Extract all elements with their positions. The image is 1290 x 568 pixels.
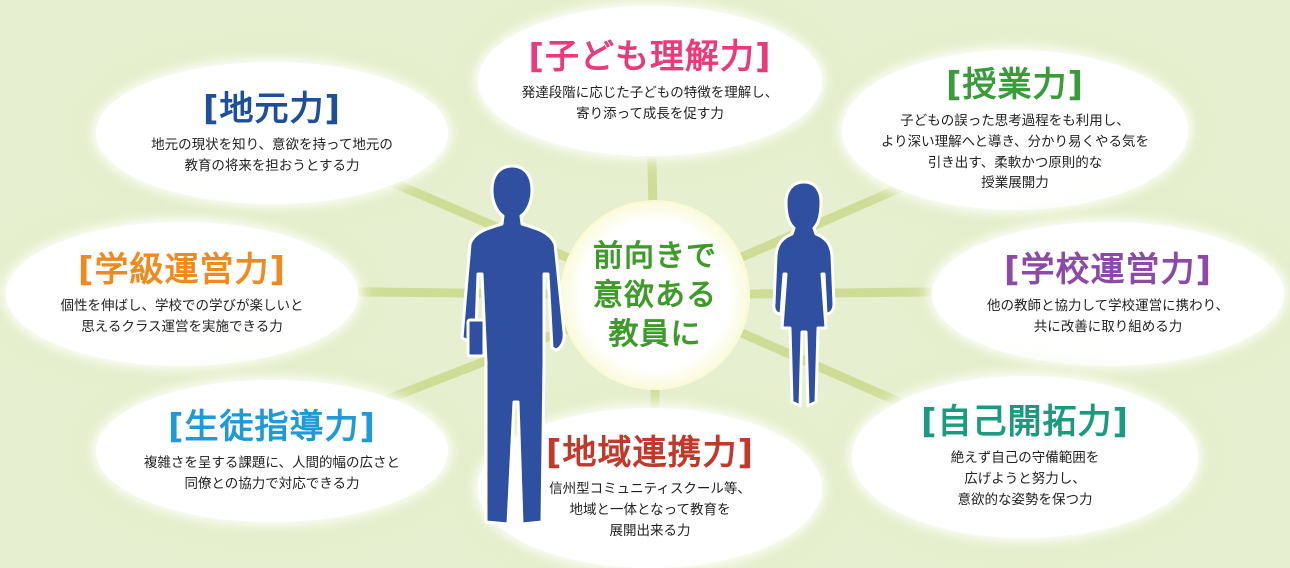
oval-seito-shido: [生徒指導力] 複雑さを呈する課題に、人間的幅の広さと 同僚との協力で対応できる… — [96, 380, 448, 522]
oval-gakkyu-unei: [学級運営力] 個性を伸ばし、学校での学びが楽しいと 思えるクラス運営を実施でき… — [6, 222, 358, 366]
oval-description: 個性を伸ばし、学校での学びが楽しいと 思えるクラス運営を実施できる力 — [60, 297, 304, 335]
oval-title: [自己開拓力] — [920, 402, 1130, 443]
oval-kodomo-rikai: [子ども理解力] 発達段階に応じた子どもの特徴を理解し、 寄り添って成長を促す力 — [478, 6, 822, 156]
oval-description: 絶えず自己の守備範囲を 広げようと努力し、 意欲的な姿勢を保つ力 — [950, 450, 1100, 508]
oval-description: 信州型コミュニティスクール等、 地域と一体となって教育を 展開出来る力 — [549, 481, 751, 539]
center-goal-circle: 前向きで 意欲ある 教員に — [560, 200, 750, 390]
oval-jimoto: [地元力] 地元の現状を知り、意欲を持って地元の 教育の将来を担おうとする力 — [96, 62, 448, 204]
oval-description: 子どもの誤った思考過程をも利用し、 より深い理解へと導き、分かり易くやる気を 引… — [880, 112, 1150, 192]
oval-description: 発達段階に応じた子どもの特徴を理解し、 寄り添って成長を促す力 — [521, 84, 779, 122]
oval-description: 複雑さを呈する課題に、人間的幅の広さと 同僚との協力で対応できる力 — [143, 454, 401, 492]
oval-title: [子ども理解力] — [528, 36, 772, 77]
oval-title: [生徒指導力] — [167, 406, 377, 447]
oval-title: [地元力] — [202, 88, 342, 129]
center-goal-text: 前向きで 意欲ある 教員に — [593, 238, 717, 352]
oval-title: [学級運営力] — [77, 249, 287, 290]
male-teacher-silhouette-icon — [460, 164, 566, 526]
oval-title: [地域連携力] — [545, 433, 755, 474]
oval-jugyo: [授業力] 子どもの誤った思考過程をも利用し、 より深い理解へと導き、分かり易く… — [842, 50, 1188, 210]
oval-jiko-kaitaku: [自己開拓力] 絶えず自己の守備範囲を 広げようと努力し、 意欲的な姿勢を保つ力 — [852, 376, 1198, 538]
female-teacher-silhouette-icon — [772, 180, 836, 408]
oval-gakko-unei: [学校運営力] 他の教師と協力して学校運営に携わり、 共に改善に取り組める力 — [932, 222, 1284, 366]
oval-description: 他の教師と協力して学校運営に携わり、 共に改善に取り組める力 — [986, 297, 1230, 335]
oval-title: [授業力] — [945, 64, 1085, 105]
oval-description: 地元の現状を知り、意欲を持って地元の 教育の将来を担おうとする力 — [151, 136, 393, 174]
oval-title: [学校運営力] — [1003, 249, 1213, 290]
